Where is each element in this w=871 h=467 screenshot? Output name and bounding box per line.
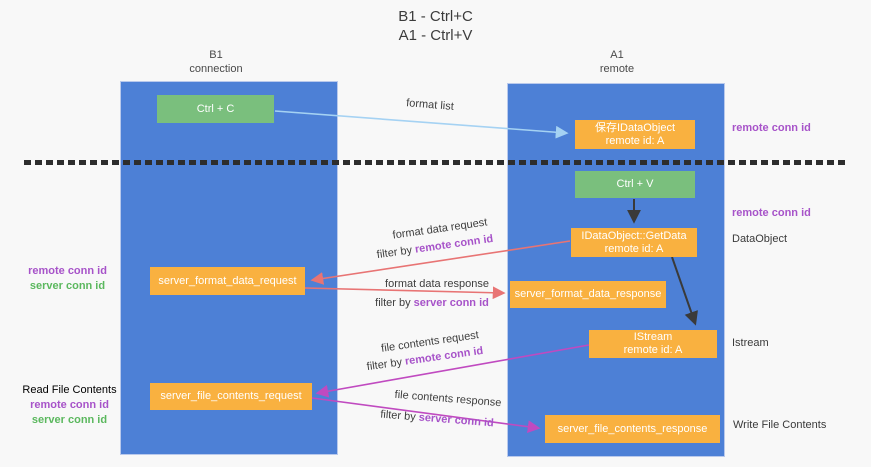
right-column-subtitle: remote: [599, 63, 635, 75]
ctrl-v-label: Ctrl + V: [616, 178, 654, 190]
server-file-contents-request-box: server_file_contents_request: [150, 383, 312, 410]
left-column-header: B1 connection: [156, 48, 276, 76]
dataobject-annotation: DataObject: [732, 233, 788, 245]
right-column-header: A1 remote: [557, 48, 677, 76]
format-data-response-filter-label: filter by server conn id: [352, 297, 512, 309]
write-file-contents-annotation: Write File Contents: [733, 419, 827, 431]
format-data-response-label: format data response: [385, 278, 489, 290]
left-remote-conn-id: remote conn id: [28, 265, 107, 277]
read-remote-conn-id: remote conn id: [30, 399, 109, 411]
server-format-data-request-label: server_format_data_request: [158, 274, 297, 287]
save-idataobject-line2: remote id: A: [605, 134, 665, 147]
filter-by-prefix: filter by: [366, 355, 406, 374]
title-line-1: B1 - Ctrl+C: [398, 8, 473, 25]
left-column-subtitle: connection: [189, 63, 243, 75]
server-conn-id-value: server conn id: [413, 297, 489, 309]
getdata-line2: remote id: A: [604, 242, 664, 255]
server-file-contents-response-label: server_file_contents_response: [557, 422, 708, 435]
getdata-line1: IDataObject::GetData: [581, 229, 687, 242]
save-idataobject-line1: 保存IDataObject: [594, 121, 676, 134]
title-line-2: A1 - Ctrl+V: [398, 27, 473, 44]
file-contents-response-filter-label: filter by server conn id: [357, 407, 517, 432]
left-column-name: B1: [209, 49, 223, 61]
diagram-title: B1 - Ctrl+C A1 - Ctrl+V: [0, 7, 871, 45]
file-contents-response-label: file contents response: [394, 388, 502, 410]
idataobject-getdata-box: IDataObject::GetData remote id: A: [571, 228, 697, 257]
read-file-contents-annotation-block: Read File Contents remote conn id server…: [22, 383, 117, 428]
istream-line2: remote id: A: [623, 344, 683, 356]
server-file-contents-request-label: server_file_contents_request: [160, 390, 302, 402]
server-format-data-request-box: server_format_data_request: [150, 267, 305, 295]
server-file-contents-response-box: server_file_contents_response: [545, 415, 720, 443]
ctrl-c-box: Ctrl + C: [157, 95, 274, 123]
remote-conn-id-annotation-mid: remote conn id: [732, 207, 811, 219]
read-file-contents-label: Read File Contents: [22, 384, 117, 396]
istream-annotation: Istream: [732, 337, 769, 349]
remote-conn-id-annotation-top: remote conn id: [732, 122, 811, 134]
format-list-label: format list: [405, 97, 455, 113]
istream-box: IStream remote id: A: [589, 330, 717, 358]
filter-by-prefix: filter by: [376, 243, 416, 262]
server-format-data-response-label: server_format_data_response: [514, 288, 662, 300]
istream-line1: IStream: [633, 331, 673, 343]
left-conn-id-annotation-block: remote conn id server conn id: [20, 264, 115, 294]
phase-separator-dashed-line: [24, 160, 845, 165]
right-column-name: A1: [610, 49, 624, 61]
filter-by-prefix: filter by: [375, 297, 414, 309]
read-server-conn-id: server conn id: [31, 414, 108, 426]
server-format-data-response-box: server_format_data_response: [510, 281, 666, 308]
left-server-conn-id: server conn id: [29, 280, 106, 292]
ctrl-v-box: Ctrl + V: [575, 171, 695, 198]
server-conn-id-value: server conn id: [418, 411, 495, 430]
save-idataobject-box: 保存IDataObject remote id: A: [575, 120, 695, 149]
ctrl-c-label: Ctrl + C: [196, 102, 235, 115]
filter-by-prefix: filter by: [379, 408, 420, 424]
